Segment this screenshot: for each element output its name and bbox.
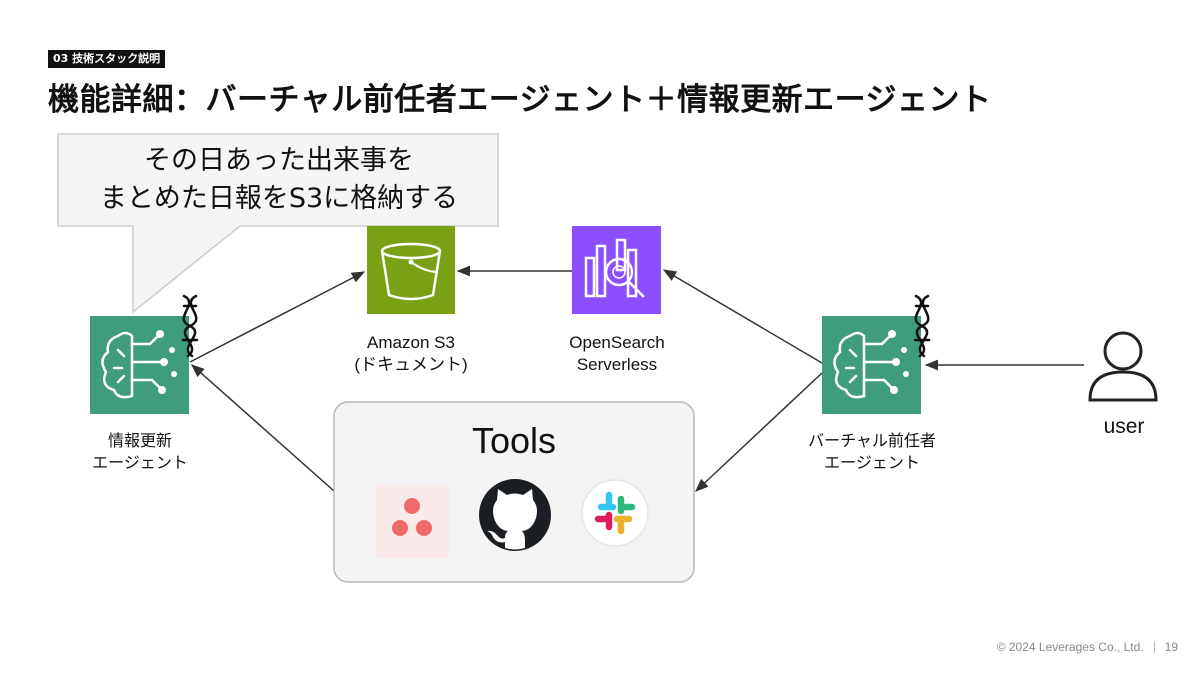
callout-line-1: その日あった出来事を [144, 145, 414, 176]
slack-icon [581, 479, 649, 547]
s3-label: Amazon S3 (ドキュメント) [336, 332, 486, 376]
connectors [189, 265, 1084, 492]
tools-title: Tools [471, 420, 557, 461]
update-agent-helix-icon [181, 294, 199, 358]
github-icon [479, 479, 551, 551]
page-title: 機能詳細：バーチャル前任者エージェント＋情報更新エージェント [48, 82, 992, 118]
arrow-virtual-to-opensearch [662, 269, 823, 364]
arrow-tools-to-update [190, 364, 335, 492]
s3-label-line-2: (ドキュメント) [354, 355, 468, 374]
s3-bucket-icon [367, 226, 455, 314]
asana-icon [376, 485, 449, 558]
virtual-agent-label-line-2: エージェント [824, 453, 920, 472]
update-agent-label: 情報更新 エージェント [70, 430, 210, 474]
callout-line-2: まとめた日報をS3に格納する [99, 183, 459, 214]
callout-bubble [57, 133, 499, 314]
update-agent-label-line-2: エージェント [92, 453, 188, 472]
footer: © 2024 Leverages Co., Ltd. 19 [997, 640, 1178, 654]
opensearch-label: OpenSearch Serverless [540, 332, 694, 376]
section-tag: 03 技術スタック説明 [48, 50, 166, 68]
user-icon [1088, 331, 1158, 402]
opensearch-label-line-2: Serverless [576, 355, 658, 374]
virtual-agent-helix-icon [913, 294, 931, 358]
arrow-virtual-to-tools [695, 372, 823, 492]
virtual-agent-brain-icon [822, 316, 921, 414]
opensearch-icon [572, 226, 661, 314]
s3-label-line-1: Amazon S3 [367, 333, 455, 352]
opensearch-label-line-1: OpenSearch [569, 333, 665, 352]
update-agent-label-line-1: 情報更新 [107, 431, 172, 450]
page-number: 19 [1164, 640, 1178, 654]
user-label: user [1103, 415, 1145, 438]
callout-text: その日あった出来事を まとめた日報をS3に格納する [62, 142, 496, 218]
footer-divider [1153, 641, 1155, 653]
update-agent-brain-icon [90, 316, 189, 414]
arrow-update-to-s3 [189, 271, 366, 363]
virtual-agent-label-line-1: バーチャル前任者 [808, 431, 936, 450]
copyright: © 2024 Leverages Co., Ltd. [996, 640, 1144, 654]
virtual-agent-label: バーチャル前任者 エージェント [782, 430, 962, 474]
